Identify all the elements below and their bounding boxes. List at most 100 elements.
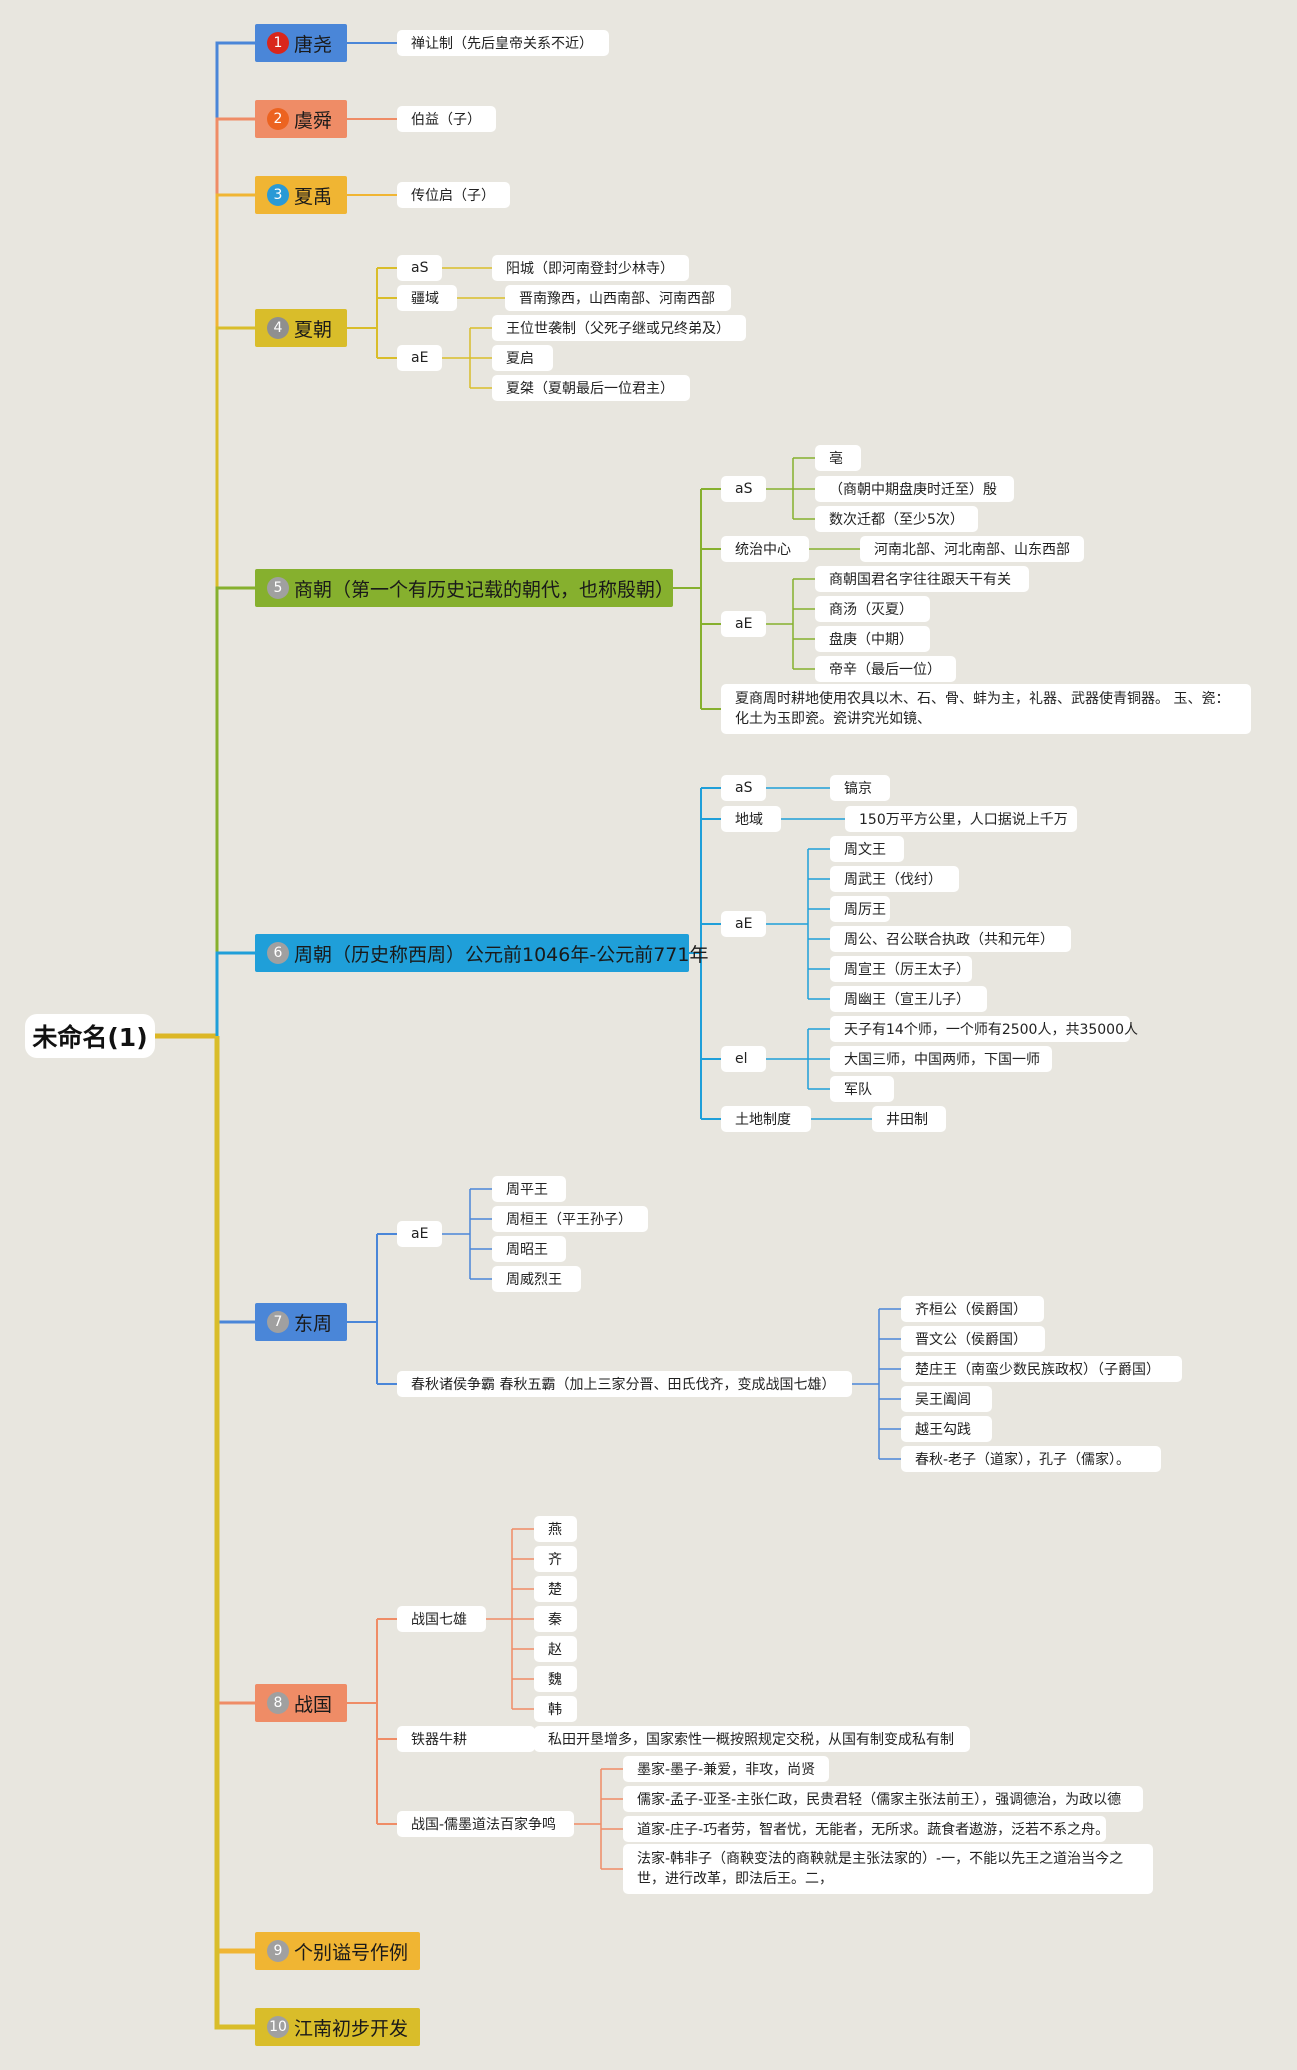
detail-6-5-1[interactable]: 井田制 — [872, 1106, 946, 1132]
detail-8-1-2[interactable]: 齐 — [534, 1546, 577, 1572]
detail-6-3-5[interactable]: 周宣王（厉王太子） — [830, 956, 972, 982]
topic-label: 商朝（第一个有历史记载的朝代，也称殷朝） — [294, 578, 675, 601]
detail-5-1-3[interactable]: 数次迁都（至少5次） — [815, 506, 978, 532]
detail-7-1-4[interactable]: 周威烈王 — [492, 1266, 581, 1292]
branch-connector — [214, 1036, 255, 2030]
detail-7-2-1[interactable]: 齐桓公（侯爵国） — [901, 1296, 1044, 1322]
subtopic-4-1[interactable]: aS — [397, 255, 442, 281]
subtopic-8-3[interactable]: 战国-儒墨道法百家争鸣 — [397, 1811, 574, 1837]
branch-connector — [215, 951, 255, 1036]
detail-6-3-6[interactable]: 周幽王（宣王儿子） — [830, 986, 987, 1012]
detail-8-1-1[interactable]: 燕 — [534, 1516, 577, 1542]
detail-8-1-6[interactable]: 魏 — [534, 1666, 577, 1692]
topic-label: 个别谥号作例 — [294, 1941, 409, 1964]
number-badge-icon: 3 — [267, 184, 289, 206]
detail-6-1-1[interactable]: 镐京 — [830, 775, 890, 801]
number-badge-icon: 1 — [267, 32, 289, 54]
branch-connector — [214, 1036, 255, 1954]
number-badge-icon: 4 — [267, 317, 289, 339]
branch-connector — [215, 193, 255, 1036]
detail-7-2-3[interactable]: 楚庄王（南蛮少数民族政权）（子爵国） — [901, 1356, 1182, 1382]
subtopic-7-1[interactable]: aE — [397, 1221, 442, 1247]
subtopic-4-2[interactable]: 疆域 — [397, 285, 457, 311]
detail-6-3-4[interactable]: 周公、召公联合执政（共和元年） — [830, 926, 1071, 952]
topic-label: 夏禹 — [294, 185, 333, 208]
branch-connector — [215, 41, 255, 1036]
detail-5-3-4[interactable]: 帝辛（最后一位） — [815, 656, 956, 682]
branch-connector — [215, 117, 255, 1036]
detail-7-2-6[interactable]: 春秋-老子（道家），孔子（儒家）。 — [901, 1446, 1161, 1472]
detail-8-3-1[interactable]: 墨家-墨子-兼爱，非攻，尚贤 — [623, 1756, 829, 1782]
detail-6-2-1[interactable]: 150万平方公里，人口据说上千万 — [845, 806, 1077, 832]
number-badge-icon: 10 — [267, 2016, 289, 2038]
detail-8-3-2[interactable]: 儒家-孟子-亚圣-主张仁政，民贵君轻（儒家主张法前王），强调德治，为政以德 — [623, 1786, 1143, 1812]
subtopic-7-2[interactable]: 春秋诸侯争霸 春秋五霸（加上三家分晋、田氏伐齐，变成战国七雄） — [397, 1371, 852, 1397]
detail-5-3-1[interactable]: 商朝国君名字往往跟天干有关 — [815, 566, 1029, 592]
subtopic-5-1[interactable]: aS — [721, 476, 766, 502]
number-badge-icon: 7 — [267, 1311, 289, 1333]
subtopic-8-1[interactable]: 战国七雄 — [397, 1606, 486, 1632]
subtopic-6-3[interactable]: aE — [721, 911, 766, 937]
subtopic-1-1[interactable]: 禅让制（先后皇帝关系不近） — [397, 30, 609, 56]
number-badge-icon: 5 — [267, 577, 289, 599]
detail-8-1-4[interactable]: 秦 — [534, 1606, 577, 1632]
detail-7-2-2[interactable]: 晋文公（侯爵国） — [901, 1326, 1045, 1352]
detail-5-3-3[interactable]: 盘庚（中期） — [815, 626, 930, 652]
detail-8-1-3[interactable]: 楚 — [534, 1576, 577, 1602]
number-badge-icon: 8 — [267, 1692, 289, 1714]
topic-label: 夏朝 — [294, 318, 333, 341]
detail-6-4-2[interactable]: 大国三师，中国两师，下国一师 — [830, 1046, 1052, 1072]
subtopic-3-1[interactable]: 传位启（子） — [397, 182, 510, 208]
detail-5-3-2[interactable]: 商汤（灭夏） — [815, 596, 930, 622]
detail-7-2-4[interactable]: 吴王阖闾 — [901, 1386, 992, 1412]
detail-5-1-1[interactable]: 亳 — [815, 445, 861, 471]
detail-7-2-5[interactable]: 越王勾践 — [901, 1416, 992, 1442]
detail-5-1-2[interactable]: （商朝中期盘庚时迁至）殷 — [815, 476, 1014, 502]
detail-6-4-1[interactable]: 天子有14个师，一个师有2500人，共35000人 — [830, 1016, 1138, 1042]
topic-label: 虞舜 — [294, 109, 333, 132]
detail-7-1-2[interactable]: 周桓王（平王孙子） — [492, 1206, 648, 1232]
detail-4-1-1[interactable]: 阳城（即河南登封少林寺） — [492, 255, 689, 281]
topic-label: 周朝（历史称西周）公元前1046年-公元前771年 — [294, 943, 709, 966]
root-topic[interactable]: 未命名(1) — [25, 1014, 155, 1058]
subtopic-6-2[interactable]: 地域 — [721, 806, 781, 832]
subtopic-6-4[interactable]: el — [721, 1046, 766, 1072]
branch-connector — [215, 326, 255, 1036]
detail-6-3-3[interactable]: 周厉王 — [830, 896, 890, 922]
detail-6-4-3[interactable]: 军队 — [830, 1076, 894, 1102]
detail-8-1-5[interactable]: 赵 — [534, 1636, 577, 1662]
number-badge-icon: 2 — [267, 108, 289, 130]
detail-5-2-1[interactable]: 河南北部、河北南部、山东西部 — [860, 536, 1084, 562]
detail-4-3-1[interactable]: 王位世袭制（父死子继或兄终弟及） — [492, 315, 746, 341]
detail-6-3-1[interactable]: 周文王 — [830, 836, 904, 862]
subtopic-4-3[interactable]: aE — [397, 345, 442, 371]
subtopic-5-3[interactable]: aE — [721, 611, 766, 637]
detail-4-3-3[interactable]: 夏桀（夏朝最后一位君主） — [492, 375, 690, 401]
detail-7-1-3[interactable]: 周昭王 — [492, 1236, 566, 1262]
subtopic-5-2[interactable]: 统治中心 — [721, 536, 809, 562]
detail-7-1-1[interactable]: 周平王 — [492, 1176, 566, 1202]
detail-8-2-1[interactable]: 私田开垦增多，国家索性一概按照规定交税，从国有制变成私有制 — [534, 1726, 970, 1752]
subtopic-6-1[interactable]: aS — [721, 775, 766, 801]
detail-4-3-2[interactable]: 夏启 — [492, 345, 553, 371]
detail-8-3-3[interactable]: 道家-庄子-巧者劳，智者忧，无能者，无所求。蔬食者遨游，泛若不系之舟。 — [623, 1816, 1109, 1842]
subtopic-6-5[interactable]: 土地制度 — [721, 1106, 811, 1132]
detail-8-3-4[interactable]: 法家-韩非子（商鞅变法的商鞅就是主张法家的）-一，不能以先王之道治当今之世，进行… — [623, 1844, 1153, 1894]
detail-8-1-7[interactable]: 韩 — [534, 1696, 577, 1722]
detail-4-2-1[interactable]: 晋南豫西，山西南部、河南西部 — [505, 285, 731, 311]
branch-connector — [215, 1036, 255, 1324]
detail-6-3-2[interactable]: 周武王（伐纣） — [830, 866, 959, 892]
subtopic-8-2[interactable]: 铁器牛耕 — [397, 1726, 535, 1752]
subtopic-2-1[interactable]: 伯益（子） — [397, 106, 496, 132]
subtopic-5-4[interactable]: 夏商周时耕地使用农具以木、石、骨、蚌为主，礼器、武器使青铜器。 玉、瓷：化土为玉… — [721, 684, 1251, 734]
